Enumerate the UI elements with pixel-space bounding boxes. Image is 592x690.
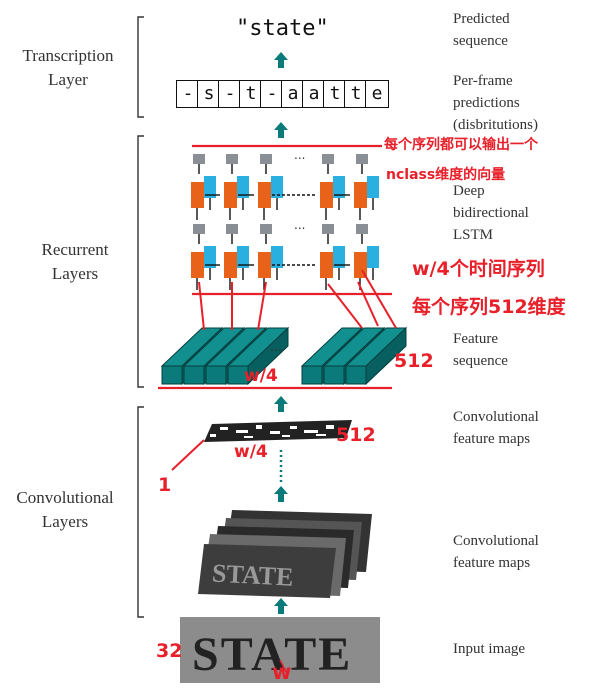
red-connectors (198, 269, 397, 331)
up-arrows (274, 52, 288, 614)
lstm-backward-cell (333, 176, 345, 198)
lstm-gray-cell (226, 154, 238, 164)
up-arrow-icon (274, 396, 288, 412)
lstm-forward-cell (354, 182, 367, 208)
lstm-forward-cell (258, 182, 271, 208)
annotation-dim-512-conv: 512 (336, 424, 376, 446)
transcription-bracket (137, 16, 144, 118)
feature-sequence (160, 326, 408, 386)
annotation-dim-w4-conv: w/4 (234, 442, 268, 462)
convolutional-layers-text: Convolutional Layers (16, 488, 114, 531)
per-frame-predictions: - s - t - a a t t e (176, 80, 389, 108)
feature-vector-side (247, 326, 289, 386)
lstm-forward-cell (191, 252, 204, 278)
per-frame-label: Per-frame predictions (disbritutions) (453, 73, 538, 133)
lstm-backward-cell (204, 176, 216, 198)
up-arrow-icon (274, 598, 288, 614)
feature-vector-side (365, 326, 407, 386)
feature-vector-front (161, 365, 183, 385)
conv-image-text: STATE (211, 559, 294, 592)
frame-char: t (239, 80, 263, 108)
lstm-backward-cell (271, 246, 283, 268)
feature-vector-front (323, 365, 345, 385)
lstm-forward-cell (320, 252, 333, 278)
lstm-ellipsis-1: ... (294, 148, 306, 162)
frame-char: s (197, 80, 221, 108)
annotation-dim-1: 1 (158, 474, 172, 496)
feature-vector-front (183, 365, 205, 385)
lstm-gray-cell (322, 154, 334, 164)
annotation-w4-time-seq: w/4个时间序列 (412, 258, 545, 280)
annotation-nclass-vector: nclass维度的向量 (386, 167, 506, 183)
lstm-gray-cell (226, 224, 238, 234)
predicted-sequence-label: Predicted sequence (453, 11, 510, 49)
lstm-backward-cell (367, 176, 379, 198)
feature-vector-front (301, 365, 323, 385)
lstm-forward-cell (258, 252, 271, 278)
annotation-dim-w4-features: w/4 (244, 366, 278, 386)
up-arrow-icon (274, 122, 288, 138)
conv-feature-maps-stack: STATE (198, 510, 372, 598)
recurrent-bracket (137, 135, 144, 388)
lstm-backward-cell (333, 246, 345, 268)
lstm-forward-cell (320, 182, 333, 208)
lstm-gray-cell (260, 154, 272, 164)
input-image: STATE (180, 617, 380, 683)
convolutional-layers-label: Convolutional Layers (0, 486, 130, 534)
deep-lstm-label: Deep bidirectional LSTM (453, 183, 529, 243)
lstm-forward-cell (224, 182, 237, 208)
annotation-dim-512-features: 512 (394, 350, 434, 372)
up-arrow-icon (274, 486, 288, 502)
lstm-gray-cell (260, 224, 272, 234)
conv-maps-label-1: Convolutional feature maps (453, 409, 539, 447)
annotation-each-seq-512: 每个序列512维度 (412, 296, 566, 318)
feature-ellipsis: ... (270, 340, 283, 355)
transcription-layer-text: Transcription Layer (22, 46, 114, 89)
convolutional-bracket (137, 406, 144, 618)
frame-char: e (365, 80, 389, 108)
red-dim-w-line (279, 659, 287, 673)
recurrent-layers-label: Recurrent Layers (30, 238, 120, 286)
lstm-forward-cell (191, 182, 204, 208)
input-image-text: STATE (192, 628, 352, 681)
frame-char: a (281, 80, 305, 108)
input-image-label: Input image (453, 641, 526, 657)
lstm-backward-cell (204, 246, 216, 268)
lstm-gray-cell (356, 224, 368, 234)
annotation-dim-w: w (272, 660, 292, 684)
lstm-grid (191, 154, 379, 290)
lstm-gray-cell (193, 154, 205, 164)
feature-vector-front (345, 365, 367, 385)
lstm-backward-cell (271, 176, 283, 198)
recurrent-layers-text: Recurrent Layers (41, 240, 109, 283)
lstm-gray-cell (322, 224, 334, 234)
up-arrow-icon (274, 52, 288, 68)
conv-feature-map-top (204, 420, 352, 442)
predicted-word: "state" (236, 16, 329, 41)
frame-char: - (176, 80, 200, 108)
feature-vector-front (205, 365, 227, 385)
conv-maps-label-2: Convolutional feature maps (453, 533, 539, 571)
lstm-backward-cell (367, 246, 379, 268)
lstm-gray-cell (356, 154, 368, 164)
lstm-gray-cell (193, 224, 205, 234)
feature-sequence-label: Feature sequence (453, 331, 508, 369)
annotation-each-seq-output: 每个序列都可以输出一个 (384, 137, 538, 153)
lstm-backward-cell (237, 246, 249, 268)
annotation-dim-32: 32 (156, 640, 183, 662)
lstm-ellipsis-2: ... (294, 218, 306, 232)
red-dim-line-1 (171, 439, 205, 471)
lstm-backward-cell (237, 176, 249, 198)
lstm-forward-cell (224, 252, 237, 278)
transcription-layer-label: Transcription Layer (4, 44, 132, 92)
